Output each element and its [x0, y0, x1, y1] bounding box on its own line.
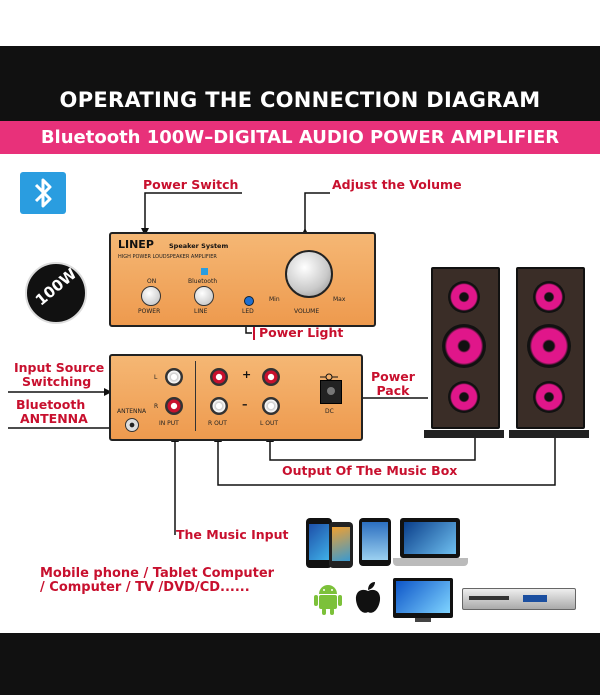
- power-label: POWER: [138, 308, 160, 315]
- callout-input-source-line1: Input Source: [14, 361, 104, 375]
- front-description: HIGH POWER LOUDSPEAKER AMPLIFIER: [118, 254, 217, 260]
- amplifier-front-panel: LINEP Speaker System HIGH POWER LOUDSPEA…: [109, 232, 376, 327]
- callout-bt-antenna-line1: Bluetooth: [16, 398, 88, 412]
- input-switch-button[interactable]: [194, 286, 214, 306]
- power-led-icon: [244, 296, 254, 306]
- volume-knob[interactable]: [285, 250, 333, 298]
- on-label: ON: [147, 278, 156, 285]
- led-label: LED: [242, 308, 254, 315]
- tablet-icon: [359, 518, 391, 566]
- callout-music-input: The Music Input: [176, 528, 288, 542]
- volume-min-label: Min: [269, 296, 280, 303]
- speaker-left-woofer-icon: [442, 324, 486, 368]
- rca-r-label: R: [154, 403, 158, 410]
- bluetooth-indicator-icon: [201, 268, 208, 275]
- speaker-l-plus-terminal[interactable]: [262, 368, 280, 386]
- front-model: Speaker System: [169, 242, 228, 250]
- front-brand: LINEP: [118, 238, 154, 251]
- phone-icon: [329, 522, 353, 568]
- callout-input-source-line2: Switching: [14, 375, 104, 389]
- callout-devices-line1: Mobile phone / Tablet Computer: [40, 567, 274, 581]
- speaker-right-woofer-icon: [527, 324, 571, 368]
- speaker-right: [516, 267, 585, 429]
- speaker-right-base: [509, 430, 589, 438]
- amplifier-rear-panel: L R IN PUT + – R OUT L OUT DC ANTENNA: [109, 354, 363, 441]
- antenna-label: ANTENNA: [117, 408, 146, 415]
- speaker-left-tweeter-icon: [448, 281, 480, 313]
- laptop-base-icon: [393, 558, 468, 566]
- volume-max-label: Max: [333, 296, 345, 303]
- apple-icon: [352, 580, 384, 616]
- callout-devices: Mobile phone / Tablet Computer / Compute…: [40, 567, 274, 595]
- callout-bt-antenna-line2: ANTENNA: [16, 412, 88, 426]
- lout-label: L OUT: [260, 420, 278, 427]
- rca-l-label: L: [154, 374, 157, 381]
- plus-label: +: [242, 368, 251, 381]
- tv-icon: [393, 578, 453, 618]
- rout-label: R OUT: [208, 420, 227, 427]
- power-switch-button[interactable]: [141, 286, 161, 306]
- panel-divider: [195, 361, 196, 431]
- callout-bt-antenna: Bluetooth ANTENNA: [16, 398, 88, 426]
- callout-devices-line2: / Computer / TV /DVD/CD......: [40, 581, 274, 595]
- callout-power-light: Power Light: [253, 326, 343, 340]
- dvd-player-icon: [462, 588, 576, 610]
- line-label: LINE: [194, 308, 207, 315]
- minus-label: –: [242, 398, 248, 411]
- speaker-l-minus-terminal[interactable]: [262, 397, 280, 415]
- callout-power-pack-line1: Power: [371, 370, 415, 384]
- speaker-left: [431, 267, 500, 429]
- dc-power-jack[interactable]: [320, 380, 342, 404]
- speaker-right-tweeter-icon: [533, 281, 565, 313]
- callout-power-switch: Power Switch: [143, 178, 238, 192]
- dc-label: DC: [325, 408, 334, 415]
- antenna-connector[interactable]: [125, 418, 139, 432]
- volume-label: VOLUME: [294, 308, 319, 315]
- input-r-jack[interactable]: [165, 397, 183, 415]
- callout-power-pack-line2: Pack: [371, 384, 415, 398]
- speaker-left-bass-icon: [448, 381, 480, 413]
- callout-adjust-volume: Adjust the Volume: [332, 178, 462, 192]
- bluetooth-label: Bluetooth: [188, 278, 217, 285]
- input-label: IN PUT: [159, 420, 179, 427]
- speaker-left-base: [424, 430, 504, 438]
- speaker-right-bass-icon: [533, 381, 565, 413]
- callout-power-pack: Power Pack: [371, 370, 415, 398]
- speaker-r-plus-terminal[interactable]: [210, 368, 228, 386]
- speaker-r-minus-terminal[interactable]: [210, 397, 228, 415]
- laptop-icon: [400, 518, 460, 558]
- input-l-jack[interactable]: [165, 368, 183, 386]
- callout-input-source: Input Source Switching: [14, 361, 104, 389]
- dc-polarity-icon: [320, 366, 338, 374]
- footer-bar: [0, 633, 600, 695]
- callout-output-music-box: Output Of The Music Box: [282, 464, 457, 478]
- tv-stand-icon: [415, 618, 431, 622]
- android-icon: [312, 582, 344, 616]
